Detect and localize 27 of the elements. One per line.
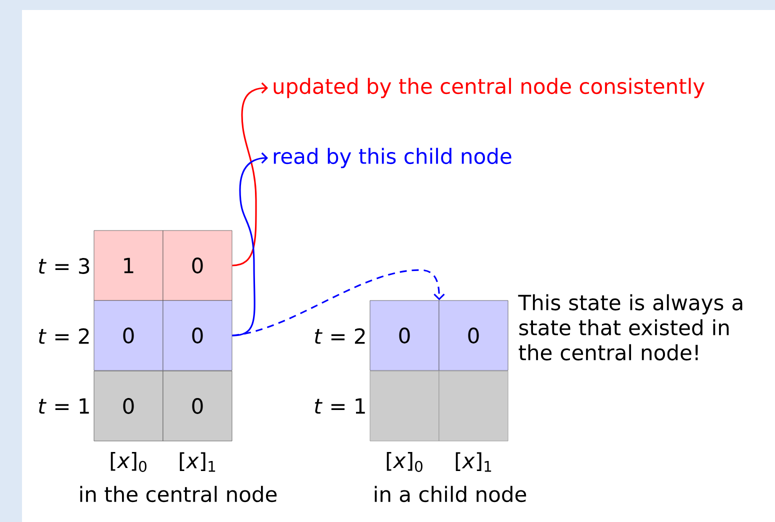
table-cell: 0: [438, 300, 508, 371]
curved-arrow: [232, 82, 268, 266]
table-cell: 0: [370, 300, 440, 371]
table-cell: 0: [162, 300, 232, 371]
caption: in a child node: [374, 486, 526, 502]
caption: in the central node: [80, 486, 277, 502]
table-cell: 0: [94, 300, 164, 371]
row-label: t = 2: [38, 328, 89, 344]
column-label: [x]$_{0}$: [110, 452, 146, 472]
curved-arrow: [232, 269, 445, 336]
table-cell: [438, 370, 508, 442]
column-label: [x]$_{1}$: [456, 452, 492, 472]
table-cell: 0: [162, 230, 232, 301]
curved-arrow: [232, 152, 268, 336]
row-label: t = 2: [314, 328, 365, 344]
table-cell: 0: [162, 370, 232, 442]
column-label: [x]$_{0}$: [386, 452, 422, 472]
annotation-text: read by this child node: [274, 148, 512, 168]
row-label: t = 1: [314, 398, 365, 414]
annotation-text: updated by the central node consistently: [274, 78, 704, 98]
row-label: t = 3: [38, 258, 90, 274]
table-cell: [370, 370, 440, 442]
table-cell: 0: [94, 370, 164, 442]
row-label: t = 1: [38, 398, 89, 414]
column-label: [x]$_{1}$: [180, 452, 216, 472]
note: This state is always a state that existed in the central node!: [518, 294, 742, 360]
table-cell: 1: [94, 230, 164, 301]
